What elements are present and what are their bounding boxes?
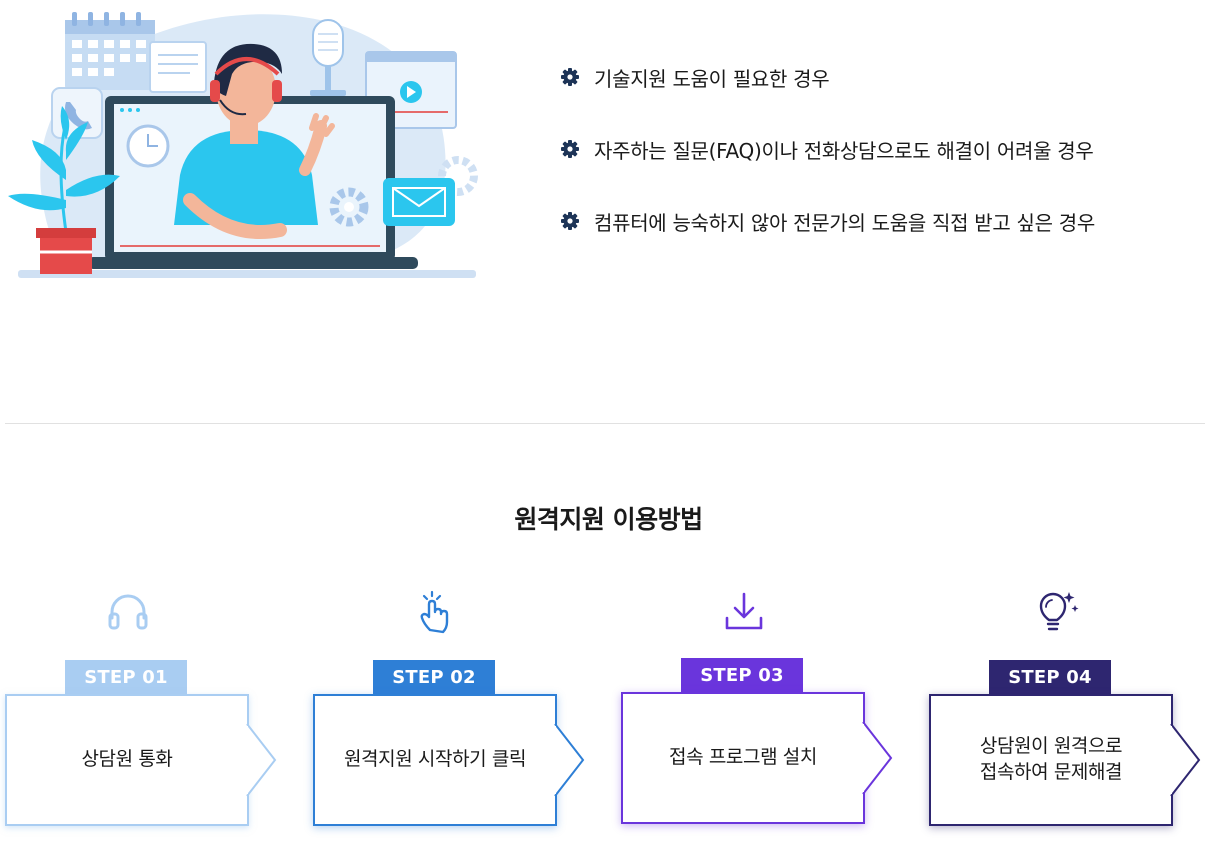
step-badge: STEP 04 xyxy=(989,660,1111,694)
gear-icon xyxy=(561,212,579,230)
step-02: STEP 02 원격지원 시작하기 클릭 xyxy=(313,590,588,835)
reason-item: 기술지원 도움이 필요한 경우 xyxy=(560,60,1095,94)
step-text: 상담원 통화 xyxy=(81,748,173,771)
reason-item: 컴퓨터에 능숙하지 않아 전문가의 도움을 직접 받고 싶은 경우 xyxy=(560,204,1095,238)
section-title: 원격지원 이용방법 xyxy=(514,505,703,534)
step-text: 접속 프로그램 설치 xyxy=(669,746,817,769)
mail-icon xyxy=(383,178,455,226)
reason-label: 자주하는 질문(FAQ)이나 전화상담으로도 해결이 어려울 경우 xyxy=(594,138,1094,163)
step-badge: STEP 01 xyxy=(65,660,187,694)
step-01: STEP 01 상담원 통화 xyxy=(5,590,280,835)
step-box: 원격지원 시작하기 클릭 xyxy=(313,694,557,826)
reason-item: 자주하는 질문(FAQ)이나 전화상담으로도 해결이 어려울 경우 xyxy=(560,132,1095,166)
chevron-right-icon xyxy=(860,721,893,795)
chevron-right-icon xyxy=(552,723,585,797)
agent-figure xyxy=(174,43,335,239)
hero-section: 기술지원 도움이 필요한 경우 자주하는 질문(FAQ)이나 전화상담으로도 해… xyxy=(0,0,1217,300)
section-divider xyxy=(5,423,1205,424)
step-text: 상담원이 원격으로 접속하여 문제해결 xyxy=(979,735,1123,783)
chevron-right-icon xyxy=(244,723,277,797)
gear-icon xyxy=(561,68,579,86)
reason-label: 기술지원 도움이 필요한 경우 xyxy=(594,66,830,91)
step-badge: STEP 03 xyxy=(681,658,803,692)
step-box: 상담원 통화 xyxy=(5,694,249,826)
step-04: STEP 04 상담원이 원격으로 접속하여 문제해결 xyxy=(929,590,1204,835)
touch-click-icon xyxy=(420,590,449,634)
headset-icon xyxy=(108,594,148,630)
step-03: STEP 03 접속 프로그램 설치 xyxy=(621,590,896,835)
support-agent-illustration xyxy=(8,12,478,278)
calendar-icon xyxy=(65,12,155,90)
step-box: 상담원이 원격으로 접속하여 문제해결 xyxy=(929,694,1173,826)
step-text: 원격지원 시작하기 클릭 xyxy=(343,748,527,771)
reason-label: 컴퓨터에 능숙하지 않아 전문가의 도움을 직접 받고 싶은 경우 xyxy=(594,210,1095,235)
lightbulb-icon xyxy=(1039,592,1079,631)
plant-icon xyxy=(8,106,120,274)
gear-icon xyxy=(561,140,579,158)
step-box: 접속 프로그램 설치 xyxy=(621,692,865,824)
step-badge: STEP 02 xyxy=(373,660,495,694)
chevron-right-icon xyxy=(1168,723,1201,797)
download-icon xyxy=(725,592,763,630)
reason-list: 기술지원 도움이 필요한 경우 자주하는 질문(FAQ)이나 전화상담으로도 해… xyxy=(560,60,1095,276)
